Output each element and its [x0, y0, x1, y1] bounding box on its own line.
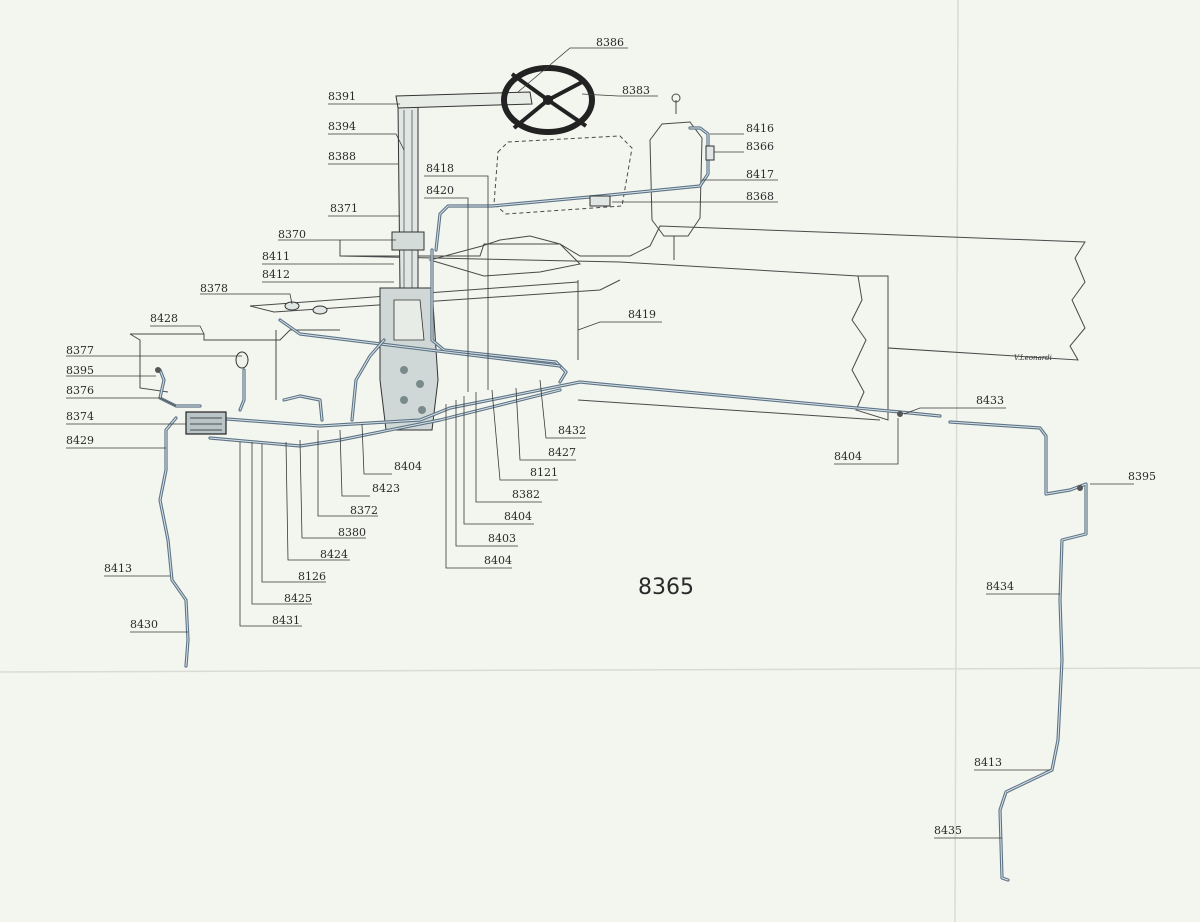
label-8428: 8428 [150, 312, 178, 325]
label-8368: 8368 [746, 190, 774, 203]
label-8403: 8403 [488, 532, 516, 545]
chassis-frame [129, 225, 1086, 421]
label-8382: 8382 [512, 488, 540, 501]
part-labels: 8386 8383 8391 8394 8388 8371 8370 8411 … [66, 36, 1156, 837]
label-8377: 8377 [66, 344, 94, 357]
label-8380: 8380 [338, 526, 366, 539]
label-8395-right: 8395 [1128, 470, 1156, 483]
pipe-network [158, 126, 1088, 882]
label-8412: 8412 [262, 268, 290, 281]
label-8366: 8366 [746, 140, 774, 153]
label-8413-left: 8413 [104, 562, 132, 575]
label-8413-right: 8413 [974, 756, 1002, 769]
label-8386: 8386 [596, 36, 624, 49]
label-8431: 8431 [272, 614, 300, 627]
label-8378: 8378 [200, 282, 228, 295]
label-8121: 8121 [530, 466, 558, 479]
label-8391: 8391 [328, 90, 356, 103]
label-8388: 8388 [328, 150, 356, 163]
label-8418: 8418 [426, 162, 454, 175]
label-8372: 8372 [350, 504, 378, 517]
steering-column [379, 91, 533, 431]
label-8419: 8419 [628, 308, 656, 321]
steering-wheel [501, 65, 595, 135]
label-8376: 8376 [66, 384, 94, 397]
artist-signature: V.Leonardi [1014, 354, 1052, 362]
label-8371: 8371 [330, 202, 358, 215]
label-8420: 8420 [426, 184, 454, 197]
label-8404-c: 8404 [394, 460, 422, 473]
label-8425: 8425 [284, 592, 312, 605]
label-8423: 8423 [372, 482, 400, 495]
label-8126: 8126 [298, 570, 326, 583]
label-8411: 8411 [262, 250, 290, 263]
drawing-number: 8365 [638, 575, 694, 600]
label-8374: 8374 [66, 410, 94, 423]
label-8434: 8434 [986, 580, 1014, 593]
label-8394: 8394 [328, 120, 356, 133]
label-8383: 8383 [622, 84, 650, 97]
leader-lines [66, 47, 1134, 839]
label-8427: 8427 [548, 446, 576, 459]
label-8370: 8370 [278, 228, 306, 241]
label-8435: 8435 [934, 824, 962, 837]
label-8404-b: 8404 [484, 554, 512, 567]
label-8404-right: 8404 [834, 450, 862, 463]
label-8430: 8430 [130, 618, 158, 631]
label-8417: 8417 [746, 168, 774, 181]
label-8432: 8432 [558, 424, 586, 437]
label-8424: 8424 [320, 548, 348, 561]
label-8395-left: 8395 [66, 364, 94, 377]
label-8429: 8429 [66, 434, 94, 447]
fuel-tank [649, 93, 703, 260]
components [155, 145, 1083, 491]
label-8404-a: 8404 [504, 510, 532, 523]
label-8416: 8416 [746, 122, 774, 135]
label-8433: 8433 [976, 394, 1004, 407]
